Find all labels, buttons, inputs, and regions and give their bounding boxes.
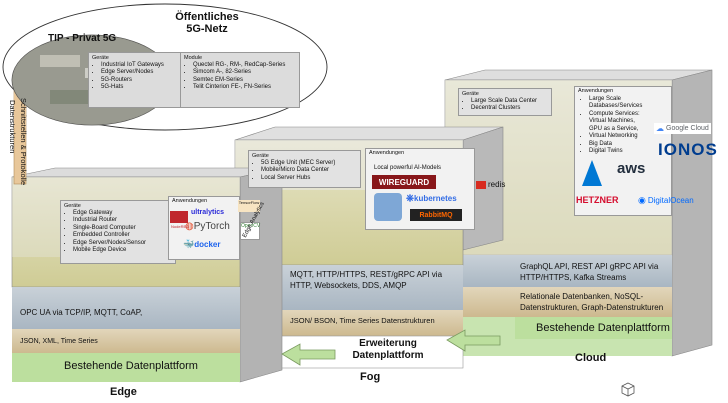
cloud-platform: Bestehende Datenplattform <box>536 322 670 334</box>
cloud-label: Cloud <box>575 352 607 364</box>
list-item: Single-Board Computer <box>73 225 172 233</box>
pytorch-logo: ◍PyTorch <box>185 221 230 232</box>
bubble-modules-list: Quectel RG-, RM-, RedCap-Series Simcom A… <box>184 62 296 92</box>
red-tool-icon <box>170 211 188 223</box>
docker-logo-text: docker <box>194 240 221 249</box>
bubble-devices-box: Geräte Industrial IoT Gateways Edge Serv… <box>88 52 188 108</box>
rabbitmq-logo: RabbitMQ <box>410 209 462 221</box>
fog-label: Fog <box>360 371 381 383</box>
cloud-data-structures-line2: Datenstrukturen, Graph-Datenstrukturen <box>520 303 664 312</box>
cloud-data-structures-line1: Relationale Datenbanken, NoSQL- <box>520 292 644 301</box>
list-item: Big Data <box>589 141 671 149</box>
public-5g-title-line1: Öffentliches <box>175 11 239 23</box>
list-item: Decentral Clusters <box>471 105 548 113</box>
list-item: Digital Twins <box>589 148 671 156</box>
cloud-protocols-line1: GraphQL API, REST API gRPC API via <box>520 262 659 271</box>
list-item: 5G Edge Unit (MEC Server) <box>261 160 357 168</box>
arrow-right-to-left <box>446 329 501 352</box>
cube-icon <box>621 382 635 397</box>
digitalocean-logo: ◉DigitalOcean <box>638 195 694 205</box>
cloud-devices-box: Geräte Large Scale Data Center Decentral… <box>458 88 552 116</box>
azure-icon <box>582 160 602 186</box>
opencv-logo: OpenCV <box>240 222 260 240</box>
google-cloud-logo-text: Google Cloud <box>666 125 709 132</box>
list-item: Edge Server/Nodes/Sensor <box>73 240 172 248</box>
schnittstellen-vertical-label: Schnittstellen & Protokolle <box>19 98 28 186</box>
list-item: Large Scale Data Center <box>471 98 548 106</box>
list-item: Mobile/Micro Data Center <box>261 167 357 175</box>
wireguard-logo: WIREGUARD <box>372 175 436 189</box>
tip-private-5g-title: TIP - Privat 5G <box>48 33 117 44</box>
fog-local-ai: Local powerful AI-Models <box>374 165 442 171</box>
google-cloud-logo: ☁Google Cloud <box>654 123 711 134</box>
list-item: Simcom A-, 82-Series <box>193 69 296 77</box>
hetzner-logo: HETZNER <box>576 195 619 205</box>
fog-applications-heading: Anwendungen <box>369 150 405 156</box>
redis-logo: redis <box>476 180 505 189</box>
cloud-protocols-line2: HTTP/HTTPS, Kafka Streams <box>520 273 627 282</box>
public-5g-title: Öffentliches 5G-Netz <box>162 11 252 35</box>
list-item: Edge Gateway <box>73 210 172 218</box>
edge-applications-heading: Anwendungen <box>172 198 208 204</box>
ai-model-icon <box>374 193 402 221</box>
fog-devices-heading: Geräte <box>252 153 269 159</box>
redis-icon <box>476 180 486 189</box>
cloud-applications-heading: Anwendungen <box>578 88 614 94</box>
list-item: Edge Server/Nodes <box>101 69 184 77</box>
edge-label: Edge <box>110 386 137 398</box>
cloud-devices-list: Large Scale Data Center Decentral Cluste… <box>462 98 548 113</box>
bubble-modules-box: Module Quectel RG-, RM-, RedCap-Series S… <box>180 52 300 108</box>
fog-platform: Erweiterung Datenplattform <box>335 338 441 362</box>
fog-protocols-line1: MQTT, HTTP/HTTPS, REST/gRPC API via <box>290 270 443 279</box>
kubernetes-logo: ⎈kubernetes <box>406 193 457 204</box>
list-item: Mobile Edge Device <box>73 247 172 255</box>
list-item: Semtec EM-Series <box>193 77 296 85</box>
datenstrukturen-vertical-label: Datenstrukturen <box>8 100 17 154</box>
list-item: Large Scale Databases/Services <box>589 96 649 111</box>
aws-logo: aws <box>617 160 646 177</box>
edge-platform: Bestehende Datenplattform <box>64 360 198 372</box>
pytorch-logo-text: PyTorch <box>193 221 230 232</box>
list-item: Virtual Networking <box>589 133 671 141</box>
bubble-devices-list: Industrial IoT Gateways Edge Server/Node… <box>92 62 184 92</box>
kubernetes-logo-text: kubernetes <box>414 194 457 203</box>
edge-devices-heading: Geräte <box>64 203 81 209</box>
fog-platform-line2: Datenplattform <box>352 350 424 361</box>
edge-protocols: OPC UA via TCP/IP, MQTT, CoAP, <box>20 308 143 317</box>
fog-devices-box: Geräte 5G Edge Unit (MEC Server) Mobile/… <box>248 150 361 188</box>
docker-logo: 🐳docker <box>183 239 221 249</box>
list-item: Quectel RG-, RM-, RedCap-Series <box>193 62 296 70</box>
list-item: Telit Cinterion FE-, FN-Series <box>193 84 296 92</box>
cloud-applications-box: Anwendungen Large Scale Databases/Servic… <box>574 86 672 216</box>
cloud-applications-list: Large Scale Databases/Services Compute S… <box>575 96 671 156</box>
edge-data-structures: JSON, XML, Time Series <box>20 338 98 345</box>
list-item: Compute Services: Virtual Machines, GPU … <box>589 111 649 134</box>
bubble-devices-heading: Geräte <box>92 55 109 61</box>
edge-devices-box: Geräte Edge Gateway Industrial Router Si… <box>60 200 176 264</box>
ionos-logo: IONOS <box>658 140 718 159</box>
edge-applications-box: Anwendungen ultralytics ◍PyTorch 🐳docker… <box>168 196 240 260</box>
list-item: Industrial Router <box>73 217 172 225</box>
fog-protocols-line2: HTTP, Websockets, DDS, AMQP <box>290 281 407 290</box>
edge-devices-list: Edge Gateway Industrial Router Single-Bo… <box>64 210 172 255</box>
digitalocean-logo-text: DigitalOcean <box>647 196 694 205</box>
public-5g-title-line2: 5G-Netz <box>186 23 228 35</box>
redis-logo-text: redis <box>488 180 506 189</box>
fog-devices-list: 5G Edge Unit (MEC Server) Mobile/Micro D… <box>252 160 357 183</box>
edge-side-logos: TensorFlow OpenCV Edge Analytics <box>238 194 266 262</box>
fog-applications-box: Anwendungen Local powerful AI-Models WIR… <box>365 148 475 230</box>
list-item: 5G-Routers <box>101 77 184 85</box>
list-item: Local Server Hubs <box>261 175 357 183</box>
bubble-modules-heading: Module <box>184 55 203 61</box>
list-item: Embedded Controller <box>73 232 172 240</box>
tensorflow-logo: TensorFlow <box>238 200 260 212</box>
fog-data-structures: JSON/ BSON, Time Series Datenstrukturen <box>290 316 435 325</box>
cloud-devices-heading: Geräte <box>462 91 479 97</box>
ultralytics-logo: ultralytics <box>191 209 225 216</box>
arrow-left <box>281 343 336 366</box>
list-item: 5G-Hats <box>101 84 184 92</box>
nodered-logo: NodeRED <box>171 224 190 229</box>
fog-platform-line1: Erweiterung <box>359 338 417 349</box>
list-item: Industrial IoT Gateways <box>101 62 184 70</box>
